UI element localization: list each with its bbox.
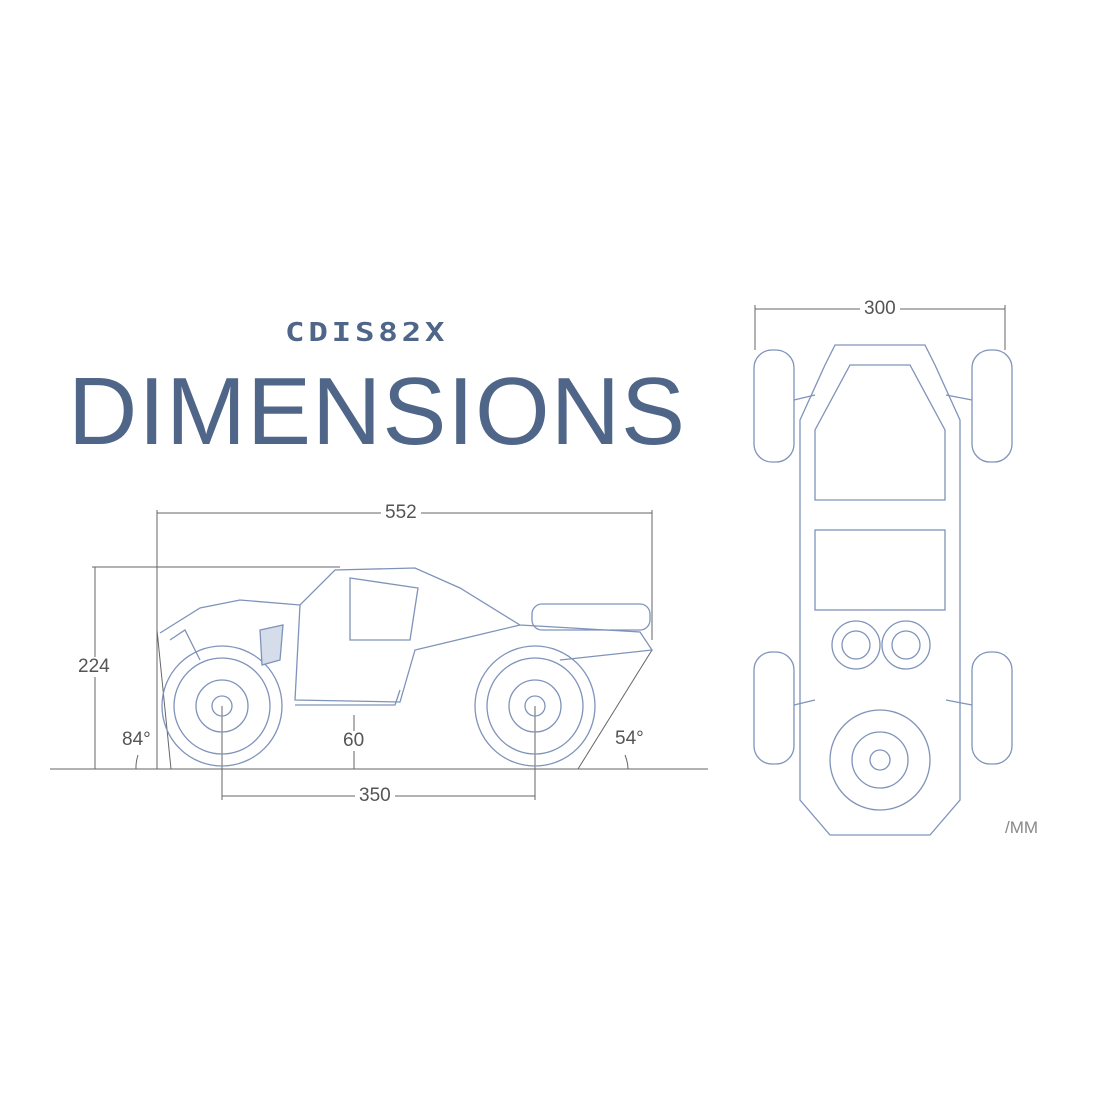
wheelbase-label: 350 [355, 786, 395, 806]
departure-angle-line [577, 649, 653, 770]
width-label: 300 [860, 299, 900, 319]
top-view-vehicle [753, 344, 1013, 836]
approach-angle-line [156, 629, 172, 770]
height-label: 224 [74, 657, 114, 677]
ground-clearance-label: 60 [339, 731, 369, 751]
length-label: 552 [381, 503, 421, 523]
dimension-lines [50, 305, 1006, 800]
side-view-vehicle [159, 567, 654, 767]
brand-logo: CDIS82X [285, 318, 449, 348]
page-title: DIMENSIONS [68, 358, 687, 465]
unit-label: /MM [1005, 818, 1039, 837]
departure-angle-label: 54° [615, 728, 644, 749]
approach-angle-label: 84° [122, 729, 151, 750]
